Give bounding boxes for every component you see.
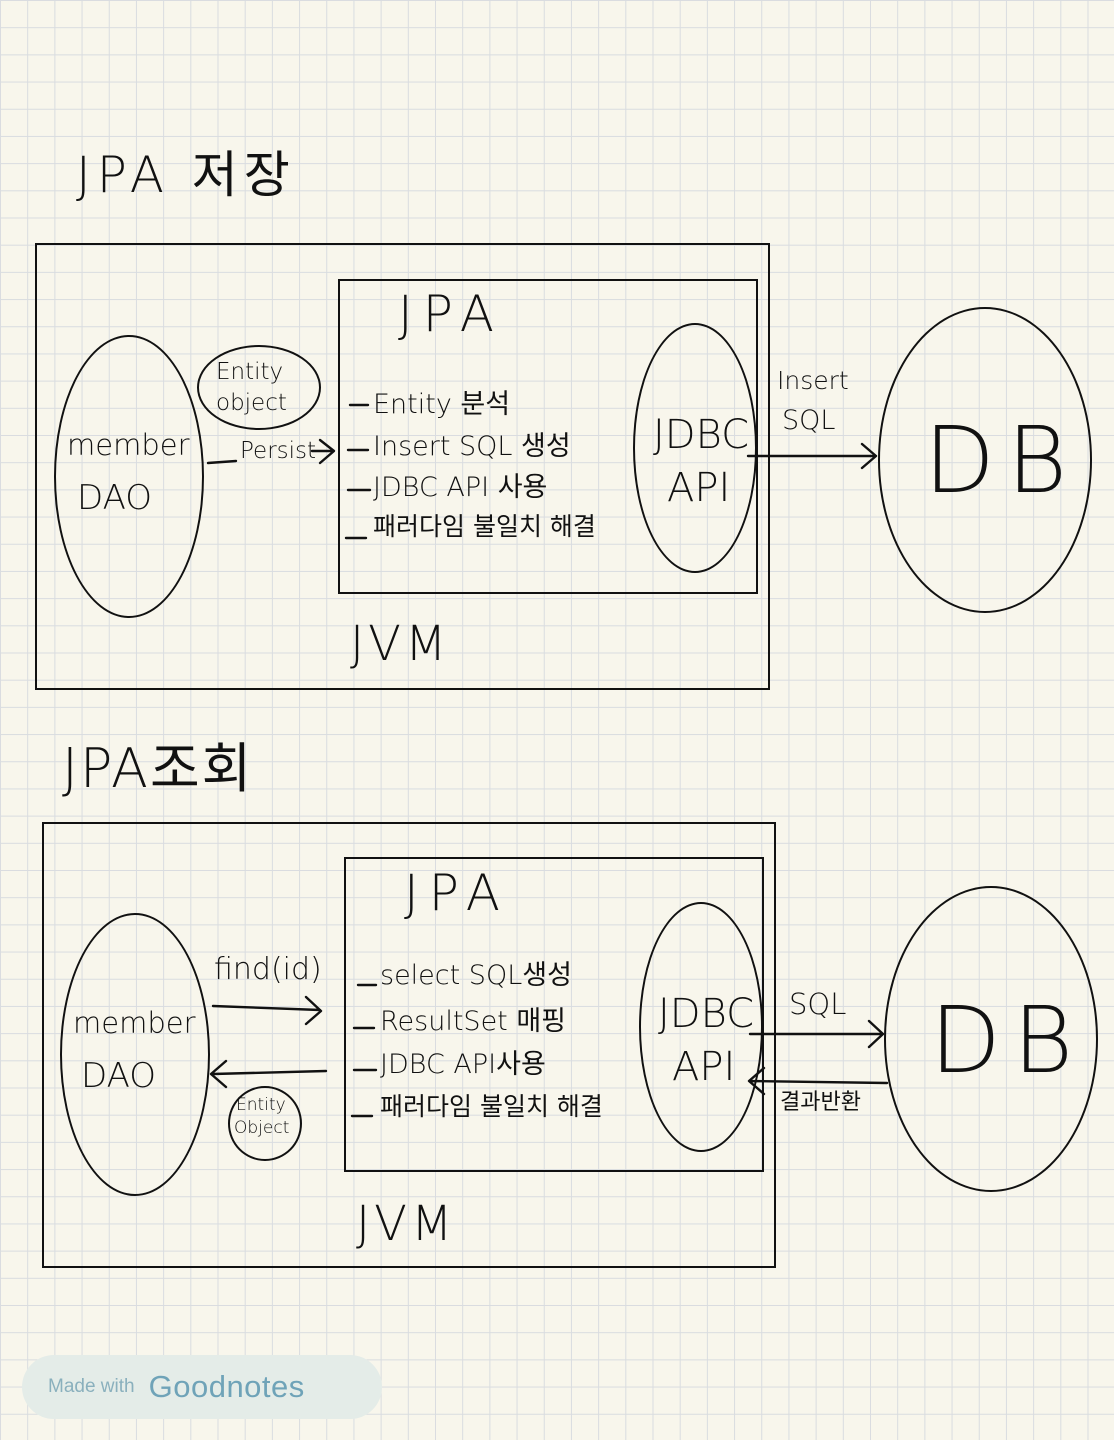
find-jvm-label: JVM [356, 1196, 457, 1252]
save-member-label: member [67, 428, 190, 462]
save-persist-label: Persist [240, 438, 317, 464]
save-insert-label: Insert [777, 366, 849, 395]
find-jpa-box [344, 857, 764, 1172]
save-entity-object-ellipse [197, 345, 321, 430]
find-step-4: 패러다임 불일치 해결 [380, 1092, 603, 1121]
find-member-label: member [73, 1006, 196, 1040]
save-db-label: DB [924, 407, 1080, 514]
find-member-dao-ellipse [60, 913, 210, 1196]
save-member-dao-ellipse [54, 335, 204, 618]
find-jpa-label: JPA [404, 864, 510, 922]
find-step-3: JDBC API사용 [380, 1049, 546, 1080]
find-dao-label: DAO [81, 1056, 157, 1096]
find-find-label: find(id) [214, 952, 322, 987]
find-object-label: Object [234, 1118, 290, 1138]
find-entity-label: Entity [236, 1095, 286, 1115]
goodnotes-logo: Goodnotes [148, 1369, 305, 1404]
save-jvm-label: JVM [350, 616, 451, 672]
find-step-1: select SQL생성 [380, 960, 572, 991]
made-with-goodnotes-badge: Made with Goodnotes [22, 1355, 382, 1419]
save-dao-label: DAO [77, 478, 153, 518]
save-entity-label: Entity [216, 359, 284, 385]
save-sql-label: SQL [782, 405, 836, 436]
find-db-ellipse [884, 886, 1098, 1192]
save-db-ellipse [878, 307, 1092, 613]
find-api-label: API [672, 1044, 736, 1090]
save-jpa-label: JPA [398, 285, 504, 343]
save-step-1: Entity 분석 [373, 389, 511, 420]
save-object-label: object [216, 390, 287, 416]
save-step-3: JDBC API 사용 [373, 472, 548, 503]
find-result-label: 결과반환 [780, 1090, 861, 1115]
find-jdbc-label: JDBC [658, 991, 755, 1037]
save-step-2: Insert SQL 생성 [373, 431, 571, 462]
made-with-label: Made with [48, 1376, 135, 1397]
find-title: JPA조회 [62, 737, 254, 800]
save-step-4: 패러다임 불일치 해결 [373, 512, 596, 541]
find-db-label: DB [930, 987, 1086, 1094]
find-sql-label: SQL [789, 987, 847, 1021]
save-jpa-box [338, 279, 758, 594]
save-title: JPA 저장 [76, 146, 296, 204]
find-step-2: ResultSet 매핑 [380, 1006, 567, 1037]
save-api-label: API [667, 465, 731, 511]
save-jdbc-label: JDBC [653, 412, 750, 458]
